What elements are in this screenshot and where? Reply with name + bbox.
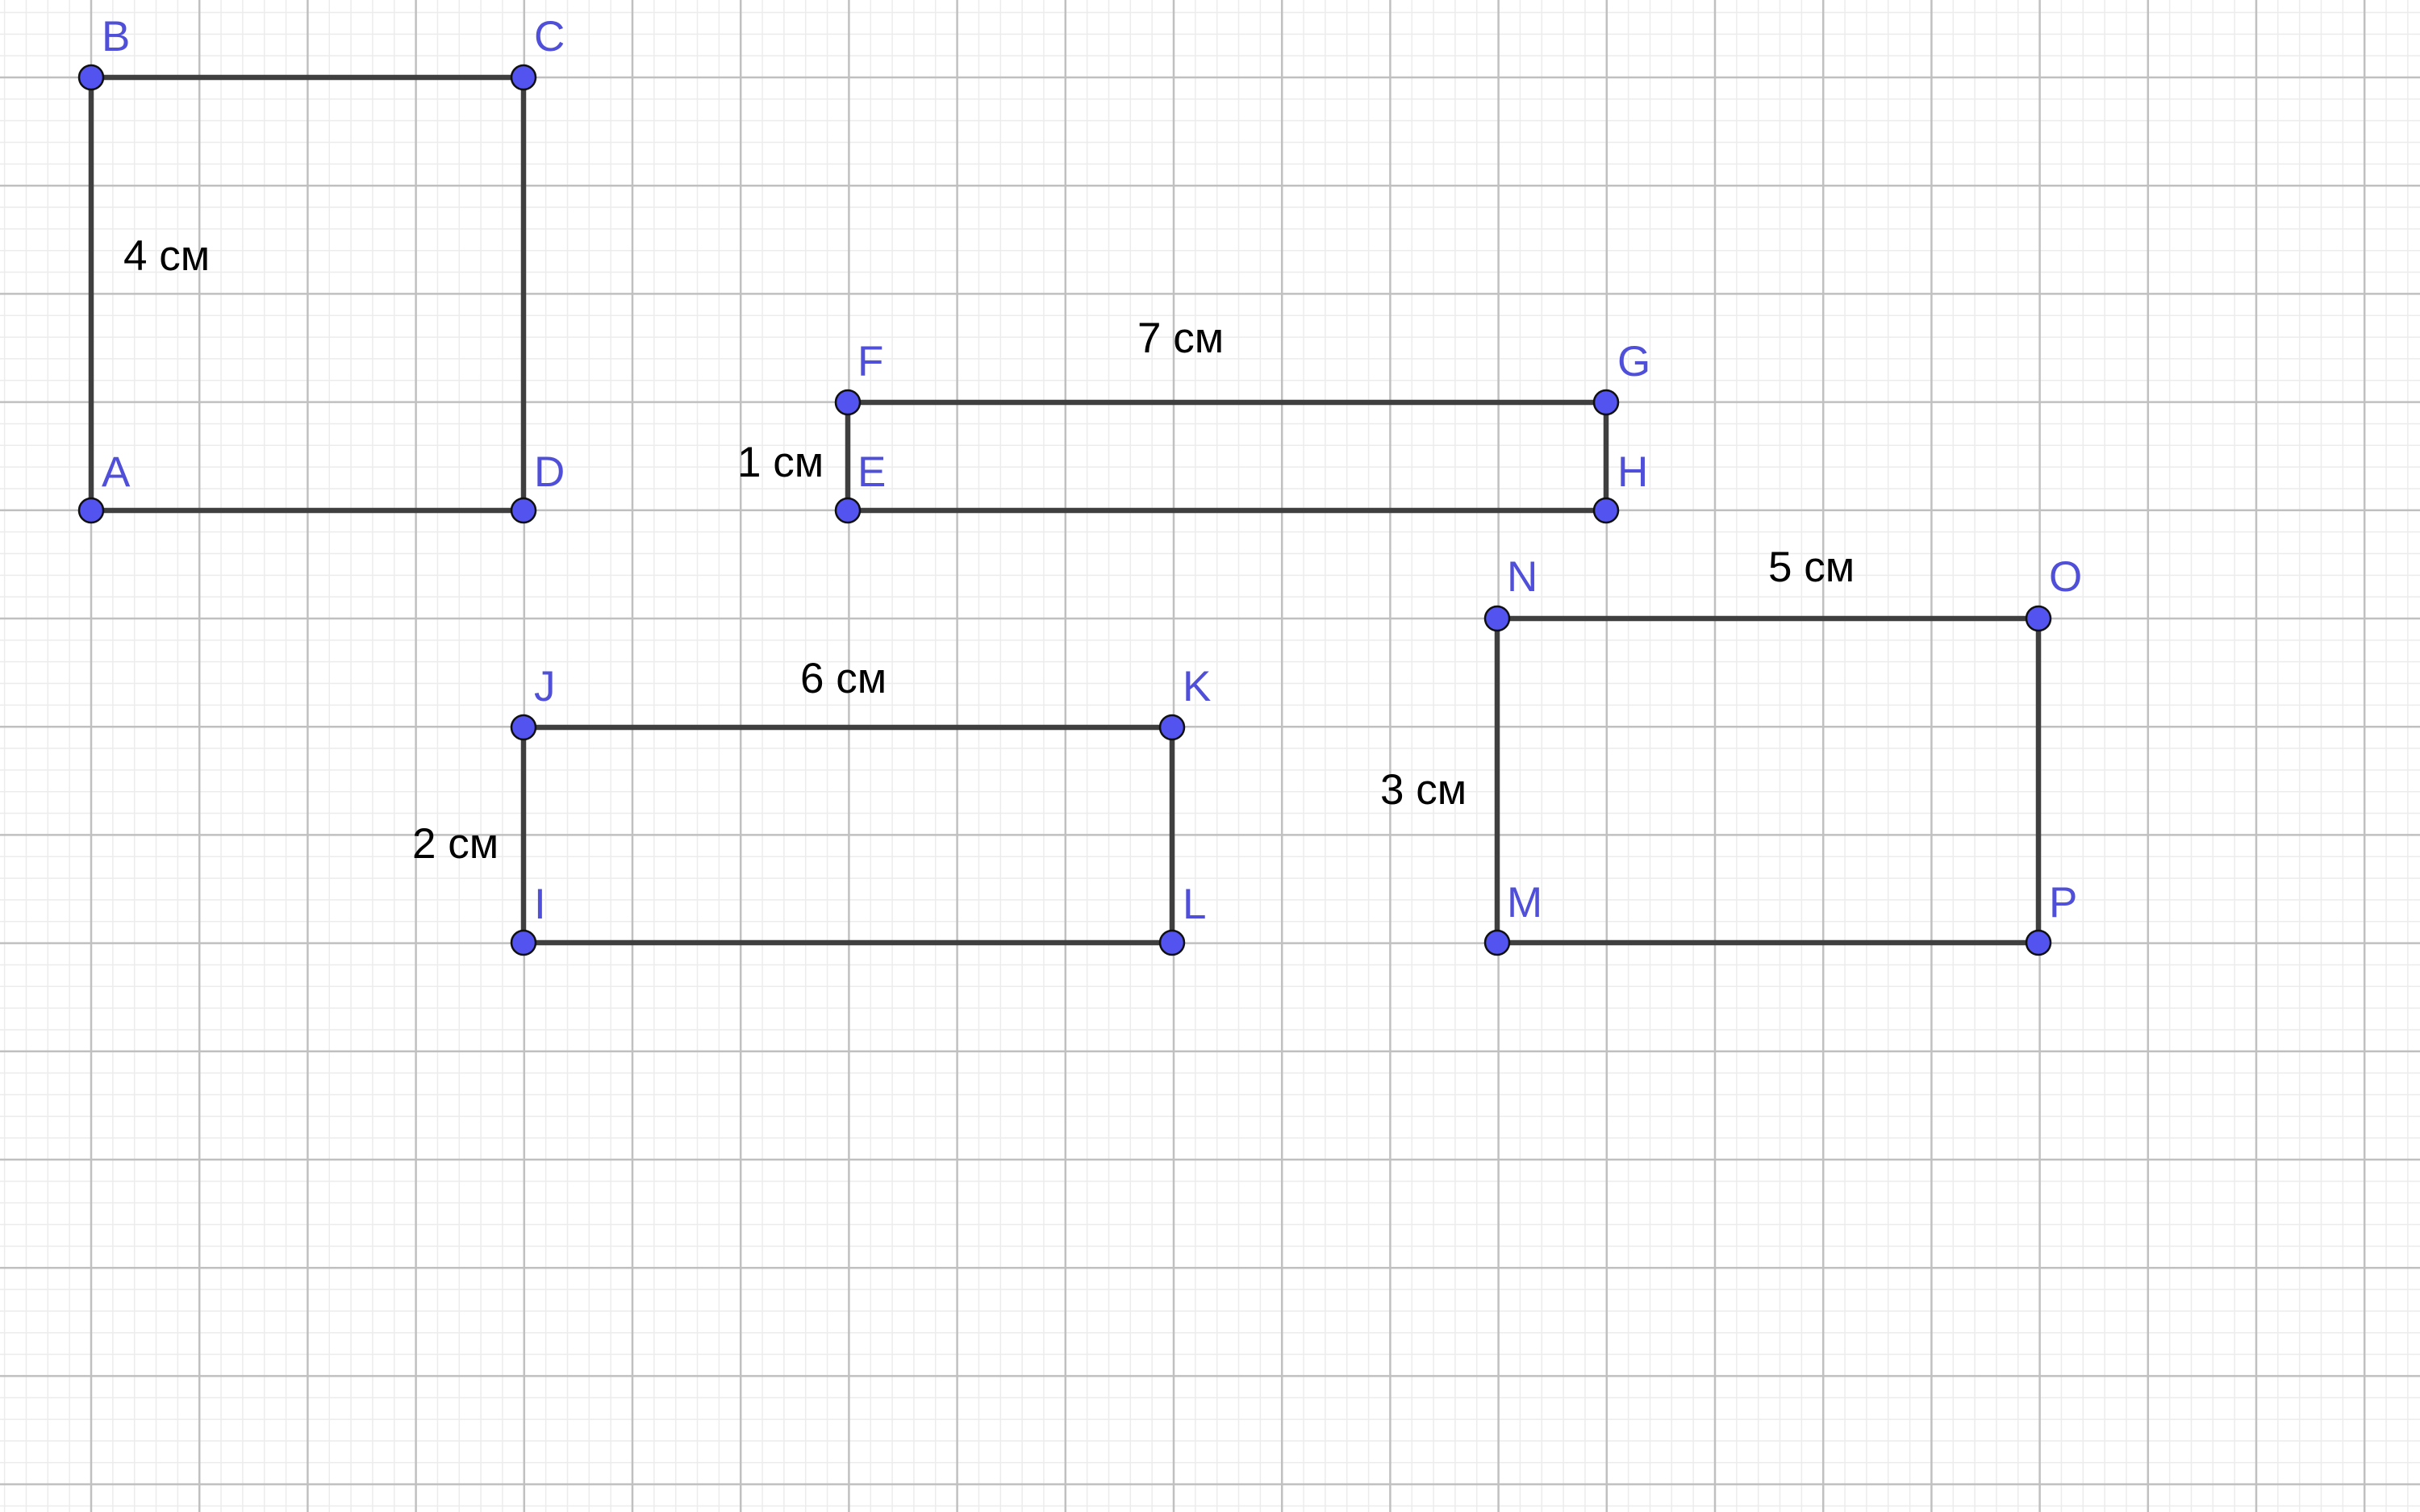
vertex-label-m: M: [1507, 879, 1542, 927]
rectangle-ijkl: I J K L 6 см 2 см: [412, 655, 1211, 956]
rectangle-mnop-outline[interactable]: [1494, 615, 2042, 946]
vertex-d[interactable]: [510, 497, 537, 524]
dimension-label-ij: 2 см: [412, 820, 499, 868]
dimension-label-fg: 7 см: [1137, 314, 1224, 362]
vertex-label-e: E: [857, 448, 886, 496]
rectangle-abcd: A B C D 4 см: [77, 13, 565, 524]
dimension-label-ef: 1 см: [737, 439, 824, 486]
vertex-label-j: J: [534, 663, 556, 710]
vertex-label-n: N: [1507, 553, 1538, 601]
dimension-label-ab: 4 см: [123, 232, 210, 280]
vertex-label-a: A: [102, 448, 131, 496]
vertex-m[interactable]: [1483, 929, 1511, 956]
vertex-j[interactable]: [510, 714, 537, 741]
vertex-label-o: O: [2049, 553, 2082, 601]
vertex-label-f: F: [857, 338, 883, 385]
vertex-h[interactable]: [1592, 497, 1620, 524]
dimension-label-no: 5 см: [1768, 544, 1855, 591]
vertex-o[interactable]: [2025, 605, 2052, 632]
vertex-label-h: H: [1617, 448, 1648, 496]
rectangle-efgh-outline[interactable]: [845, 399, 1609, 514]
vertex-n[interactable]: [1483, 605, 1511, 632]
dimension-label-jk: 6 см: [800, 655, 887, 702]
vertex-k[interactable]: [1158, 714, 1186, 741]
vertex-label-g: G: [1617, 338, 1650, 385]
vertex-label-d: D: [534, 448, 565, 496]
dimension-label-mn: 3 см: [1380, 766, 1467, 814]
vertex-label-l: L: [1183, 881, 1206, 928]
vertex-c[interactable]: [510, 64, 537, 91]
vertex-l[interactable]: [1158, 929, 1186, 956]
rectangle-efgh: E F G H 7 см 1 см: [737, 314, 1650, 524]
vertex-p[interactable]: [2025, 929, 2052, 956]
vertex-label-k: K: [1183, 663, 1211, 710]
vertex-label-c: C: [534, 13, 565, 60]
vertex-label-p: P: [2049, 879, 2077, 927]
vertex-label-b: B: [102, 13, 130, 60]
vertex-e[interactable]: [834, 497, 862, 524]
vertex-f[interactable]: [834, 389, 862, 416]
vertex-g[interactable]: [1592, 389, 1620, 416]
vertex-a[interactable]: [77, 497, 105, 524]
rectangle-mnop: M N O P 5 см 3 см: [1380, 544, 2082, 956]
vertex-label-i: I: [534, 881, 546, 928]
vertex-b[interactable]: [77, 64, 105, 91]
vertex-i[interactable]: [510, 929, 537, 956]
